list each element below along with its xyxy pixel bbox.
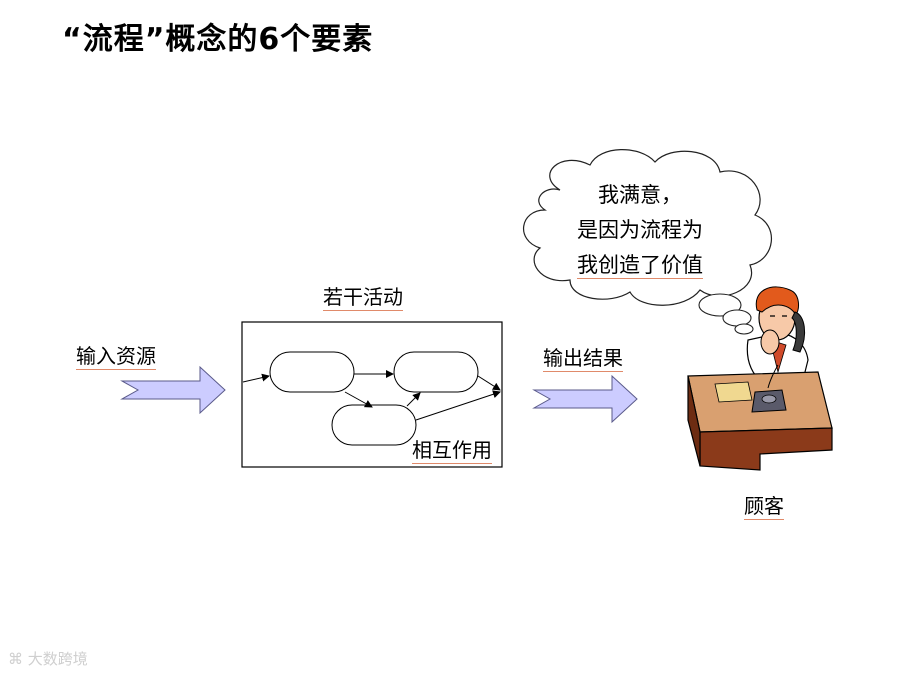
interaction-label: 相互作用 <box>412 438 492 464</box>
output-arrow <box>532 374 638 424</box>
watermark: ⌘ 大数跨境 <box>8 650 88 668</box>
input-resources-label: 输入资源 <box>76 344 156 370</box>
activity-node-2 <box>393 351 479 393</box>
flow-3-2 <box>406 392 421 407</box>
watermark-logo-icon: ⌘ <box>8 650 23 668</box>
flow-3-out <box>415 390 501 421</box>
thought-line-3: 我创造了价值 <box>545 248 735 283</box>
thought-line-2: 是因为流程为 <box>577 218 703 242</box>
thought-cloud <box>523 149 772 306</box>
customer-label: 顾客 <box>744 494 784 520</box>
activity-node-1 <box>269 351 355 393</box>
activity-node-3 <box>331 404 417 446</box>
customer-illustration <box>687 286 833 471</box>
input-arrow <box>120 365 226 415</box>
thought-cloud-tail <box>698 293 754 335</box>
thought-line-1: 我满意， <box>598 183 682 207</box>
flow-in <box>242 373 270 383</box>
flow-2-out <box>477 375 501 391</box>
flow-1-3 <box>344 391 373 408</box>
output-results-label: 输出结果 <box>543 346 623 372</box>
activities-label: 若干活动 <box>323 285 403 311</box>
thought-bubble-text: 我满意， 是因为流程为 我创造了价值 <box>545 178 735 283</box>
slide-title: “流程”概念的6个要素 <box>62 22 374 57</box>
